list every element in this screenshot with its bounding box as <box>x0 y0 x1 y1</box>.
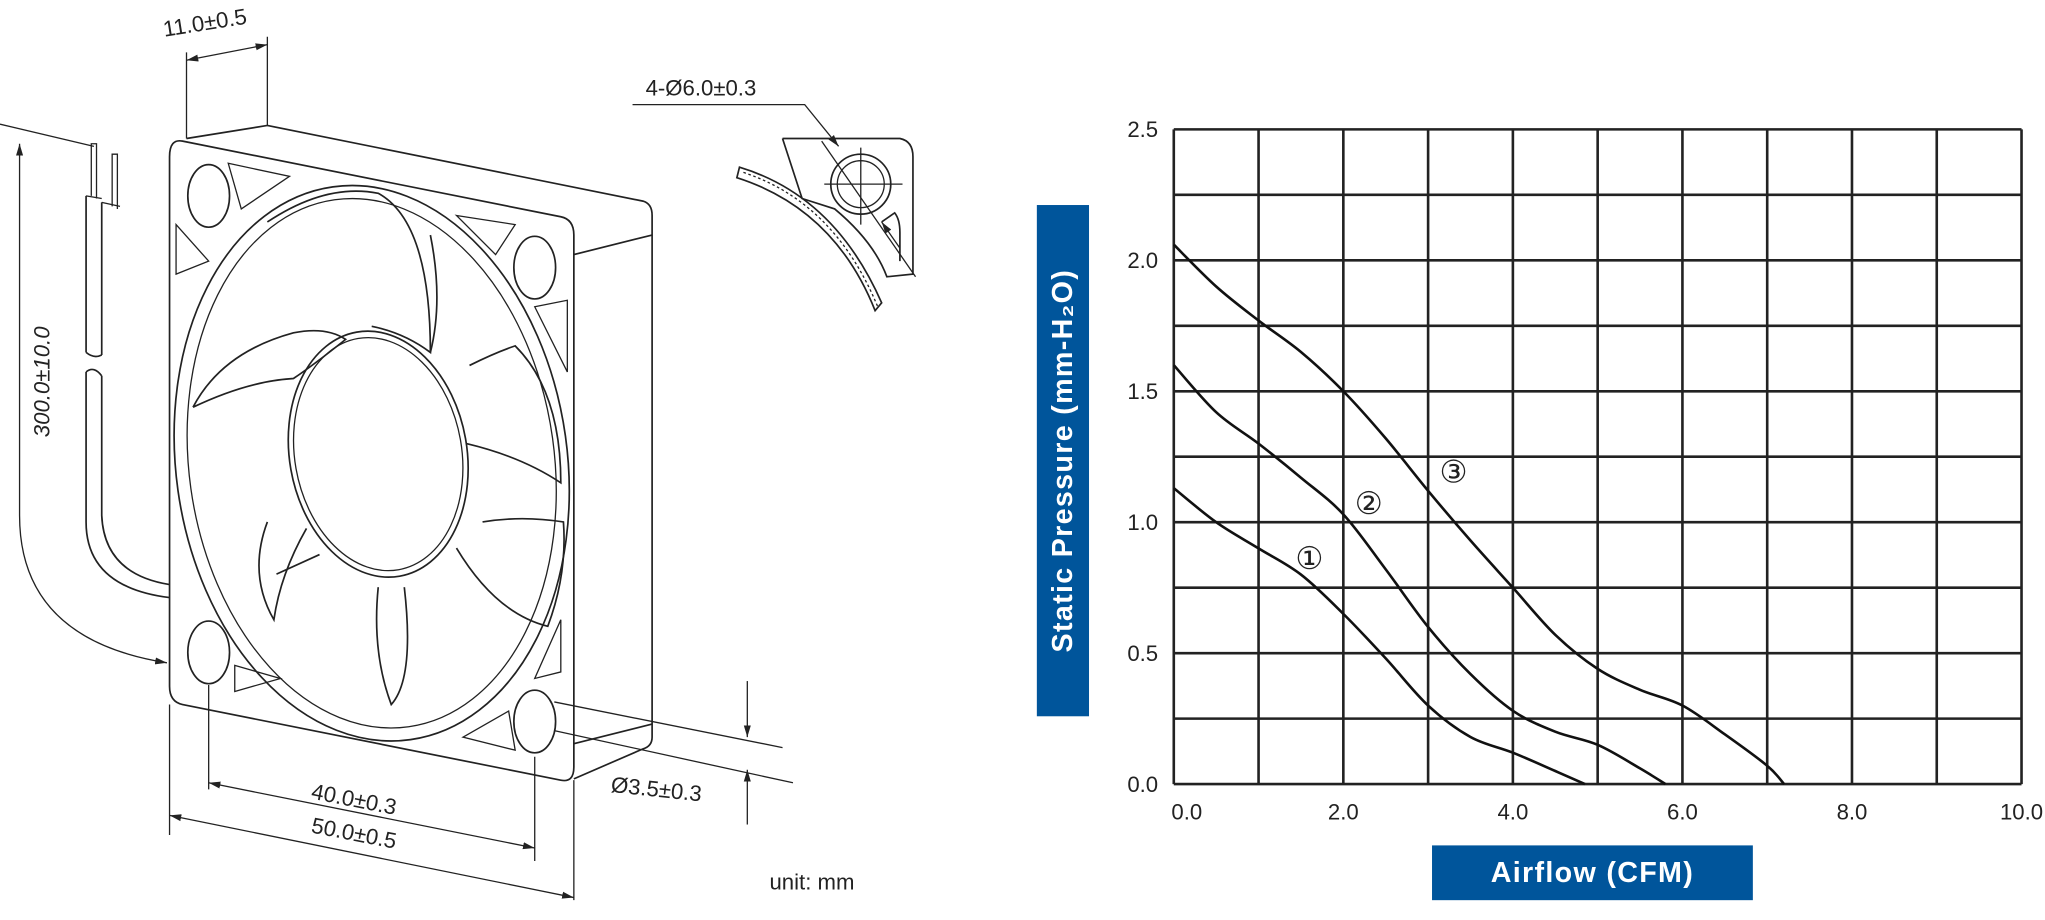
pq-curve-2 <box>1172 364 1667 786</box>
y-tick-label: 1.0 <box>1127 510 1158 535</box>
y-tick-label: 2.0 <box>1127 248 1158 273</box>
x-tick-label: 8.0 <box>1837 799 1868 824</box>
mount-hole <box>186 163 231 229</box>
mount-hole <box>513 689 557 754</box>
y-tick-label: 0.5 <box>1127 641 1158 666</box>
dimensions: 11.0±0.5 300.0±10.0 40.0±0.3 50.0±0.5 Ø3… <box>0 4 854 901</box>
x-axis-label-box <box>1432 845 1753 901</box>
mount-hole <box>513 235 557 300</box>
y-tick-label: 0.0 <box>1127 772 1158 797</box>
x-axis-label: Airflow (CFM) <box>1491 857 1694 889</box>
curve-label-1: ① <box>1295 541 1323 577</box>
pq-chart: ①② ③ 0.0 2.0 4.0 6.0 8.0 10.0 0.0 0.5 1.0 1.5 2.0 2.… <box>1036 117 2043 901</box>
frame-size-dim: 50.0±0.5 <box>309 813 398 854</box>
pq-curve-1 <box>1172 487 1586 786</box>
hole-detail: 4-Ø6.0±0.3 <box>632 75 917 313</box>
x-tick-label: 2.0 <box>1328 799 1359 824</box>
chart-curves: ①② ③ <box>1172 243 1786 786</box>
screw-dim: Ø3.5±0.3 <box>610 772 703 806</box>
x-tick-label: 4.0 <box>1497 799 1528 824</box>
x-tick-label: 6.0 <box>1667 799 1698 824</box>
curve-label-3: ③ <box>1440 454 1468 490</box>
chart-ticks: 0.0 2.0 4.0 6.0 8.0 10.0 0.0 0.5 1.0 1.5 2.0 2.5 <box>1127 117 2043 824</box>
x-tick-label: 10.0 <box>2000 799 2043 824</box>
unit-note: unit: mm <box>769 870 854 895</box>
mount-hole <box>186 620 231 685</box>
y-axis-label: Static Pressure (mm-H₂O) <box>1047 269 1079 653</box>
pq-curve-3 <box>1172 243 1786 785</box>
lead-length-dim: 300.0±10.0 <box>30 326 55 437</box>
x-tick-label: 0.0 <box>1171 799 1202 824</box>
chart-grid <box>1172 128 2023 786</box>
fan-drawing <box>85 124 653 782</box>
y-tick-label: 2.5 <box>1127 117 1158 142</box>
y-tick-label: 1.5 <box>1127 379 1158 404</box>
hole-dia-dim: 4-Ø6.0±0.3 <box>646 75 757 100</box>
thickness-dim: 11.0±0.5 <box>161 4 248 42</box>
curve-label-2: ② <box>1355 486 1383 522</box>
y-axis-label-box <box>1036 205 1090 717</box>
